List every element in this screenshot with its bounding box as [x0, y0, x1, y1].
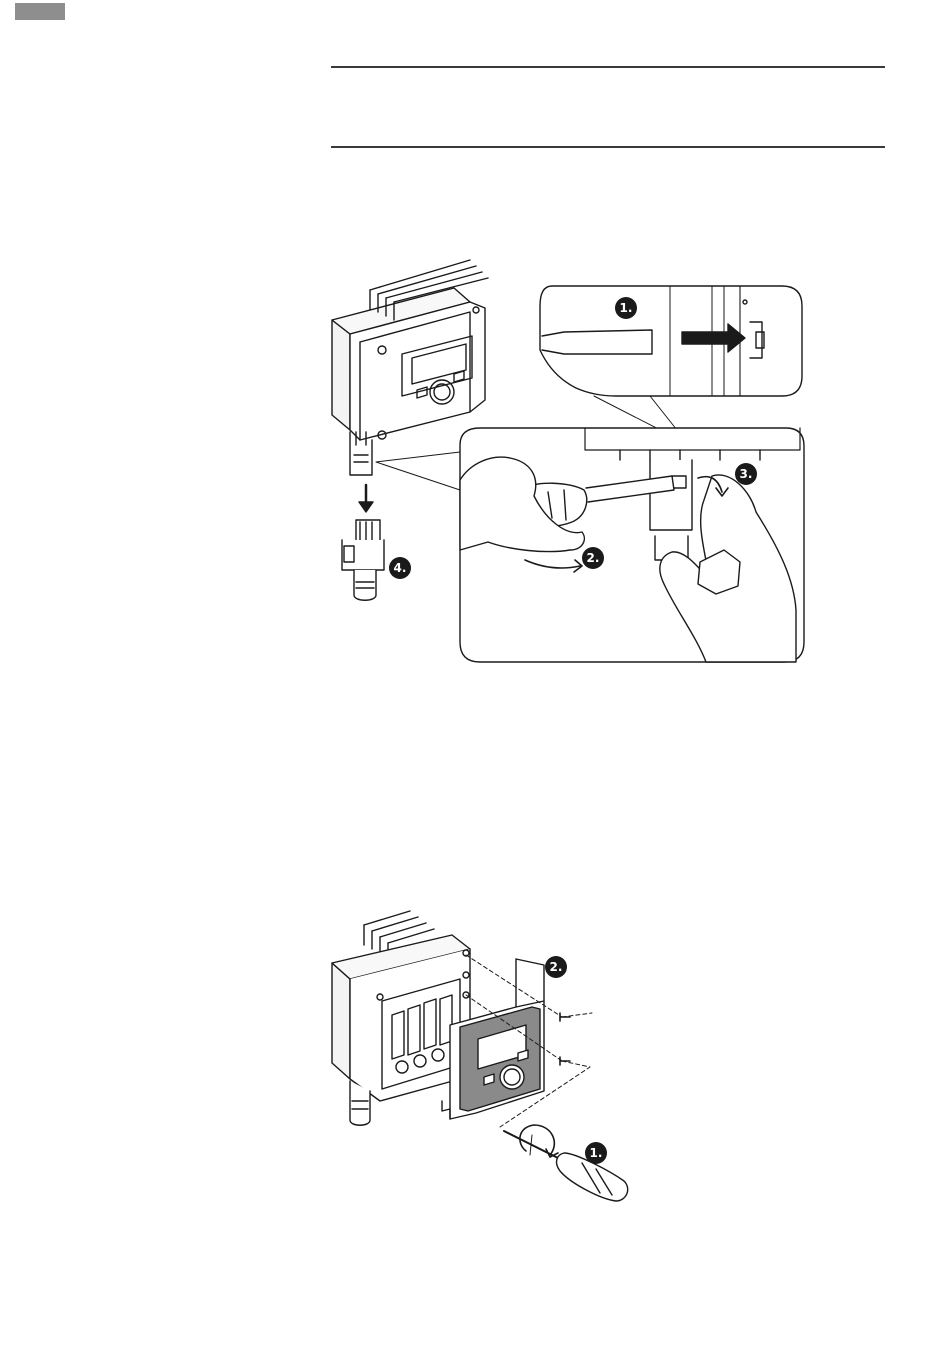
step-badge-2: 2.: [545, 956, 567, 978]
figure-remove-connector: 1. 2. 3. 4.: [320, 250, 820, 670]
step-badge-4: 4.: [389, 557, 411, 579]
screwdriver-icon: [542, 330, 652, 354]
arrow-icon: [359, 485, 373, 512]
step-badge-1: 1.: [585, 1142, 607, 1164]
svg-text:2.: 2.: [550, 960, 563, 974]
svg-text:3.: 3.: [740, 467, 753, 481]
detail-panel-bottom: [460, 428, 804, 662]
page-tab-marker: [15, 3, 65, 20]
header-rule-bottom: [331, 146, 885, 148]
pump-housing-open-icon: [332, 911, 470, 1125]
header-rule-top: [331, 66, 885, 68]
screw-icon: [560, 1013, 570, 1065]
screwdriver-icon: [504, 1131, 628, 1201]
svg-text:4.: 4.: [394, 561, 407, 575]
svg-text:2.: 2.: [587, 551, 600, 565]
step-badge-2: 2.: [582, 547, 604, 569]
step-badge-1: 1.: [615, 297, 637, 319]
step-badge-3: 3.: [735, 463, 757, 485]
figure-remove-front-cover: 1. 2.: [320, 905, 650, 1215]
cable-connector-icon: [342, 520, 384, 600]
svg-text:1.: 1.: [590, 1146, 603, 1160]
svg-text:1.: 1.: [620, 301, 633, 315]
